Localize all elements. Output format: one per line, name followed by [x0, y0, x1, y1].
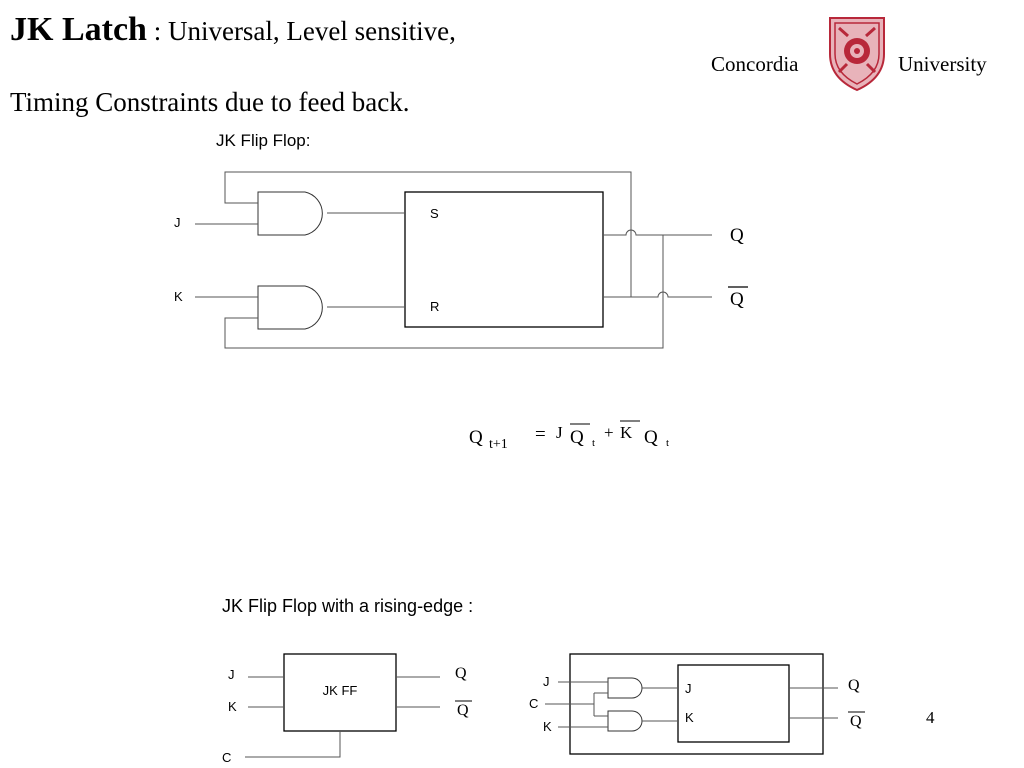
gated-and-bottom — [607, 710, 643, 732]
gated-jk-inner-block — [677, 664, 790, 743]
gated-in-j-label: J — [543, 674, 550, 689]
gated-in-c-label: C — [529, 696, 538, 711]
and-gate-top — [257, 191, 323, 236]
feedback-bottom — [224, 235, 664, 349]
gated-port-j-label: J — [685, 681, 692, 696]
gated-out-q-label: Q — [848, 677, 860, 694]
jkff-in-j-label: J — [228, 667, 235, 682]
sr-latch-block — [404, 191, 604, 328]
jkff-out-qbar-label: Q — [457, 702, 469, 719]
jkff-out-q-label: Q — [455, 665, 467, 682]
page-number: 4 — [926, 708, 935, 727]
input-k-label: K — [174, 289, 183, 304]
eq-plus: + — [604, 423, 614, 442]
diagram1-caption: JK Flip Flop: — [216, 131, 310, 150]
eq-q: Q — [644, 427, 658, 448]
gated-in-k-label: K — [543, 719, 552, 734]
slide-title: JK Latch : Universal, Level sensitive, — [10, 10, 456, 51]
gated-wire-c — [545, 692, 608, 717]
jk-ff-block — [283, 653, 397, 732]
output-qbar-label: Q — [730, 289, 744, 310]
gated-and-top — [607, 677, 643, 699]
characteristic-equation: Q t+1 = J Q t + K Q t — [469, 420, 669, 452]
title-bold: JK Latch — [10, 11, 147, 48]
port-s-label: S — [430, 206, 439, 221]
gated-out-qbar-label: Q — [850, 713, 862, 730]
university-name-right: University — [898, 52, 987, 76]
jkff-in-k-label: K — [228, 699, 237, 714]
eq-equals: = — [535, 424, 546, 445]
eq-lhs-sub: t+1 — [489, 437, 508, 452]
output-q-label: Q — [730, 225, 744, 246]
slide-subtitle: Timing Constraints due to feed back. — [10, 87, 410, 117]
eq-q-sub: t — [666, 437, 669, 449]
university-seal-icon — [829, 17, 885, 92]
jkff-in-c-label: C — [222, 750, 231, 765]
port-r-label: R — [430, 299, 439, 314]
wire-qbar-out — [603, 291, 712, 298]
eq-kbar: K — [620, 423, 633, 442]
diagram2-caption: JK Flip Flop with a rising-edge : — [222, 596, 473, 616]
title-rest: : Universal, Level sensitive, — [146, 16, 456, 46]
gated-port-k-label: K — [685, 710, 694, 725]
wire-q-out — [603, 229, 712, 236]
eq-qbar-sub: t — [592, 437, 595, 449]
eq-j: J — [556, 423, 563, 442]
jk-ff-label: JK FF — [323, 683, 358, 698]
and-gate-bottom — [257, 285, 323, 330]
jkff-wire-c — [245, 731, 341, 758]
input-j-label: J — [174, 215, 181, 230]
eq-qbar: Q — [570, 427, 584, 448]
eq-lhs: Q — [469, 427, 483, 448]
feedback-top — [224, 171, 632, 297]
university-name-left: Concordia — [711, 52, 799, 76]
